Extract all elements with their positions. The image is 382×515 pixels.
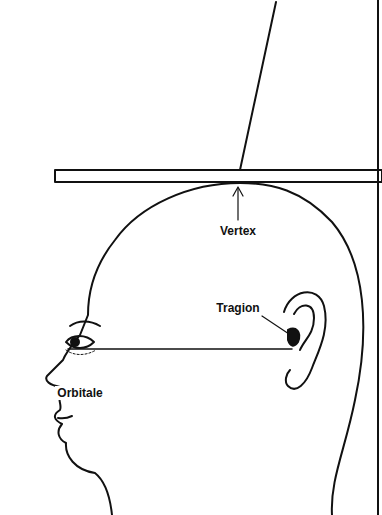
landmark-label: Orbitale	[55, 386, 104, 400]
tragion-leader	[262, 316, 289, 334]
landmark-label: Tragion	[214, 301, 261, 315]
tragus	[288, 329, 299, 346]
frankfort-plane	[68, 348, 292, 350]
lower-lid	[66, 350, 96, 355]
vertex-arrowhead	[233, 187, 243, 196]
eyebrow	[70, 322, 100, 327]
ear	[284, 292, 326, 389]
lip-line	[58, 416, 72, 418]
head-outline	[46, 183, 363, 515]
iris	[71, 338, 79, 346]
eye	[66, 336, 94, 348]
vertex-arrow	[237, 188, 238, 220]
head-board	[55, 170, 382, 182]
frame-strut	[240, 2, 276, 170]
landmark-label: Vertex	[218, 224, 258, 238]
upright-pole	[377, 0, 379, 515]
